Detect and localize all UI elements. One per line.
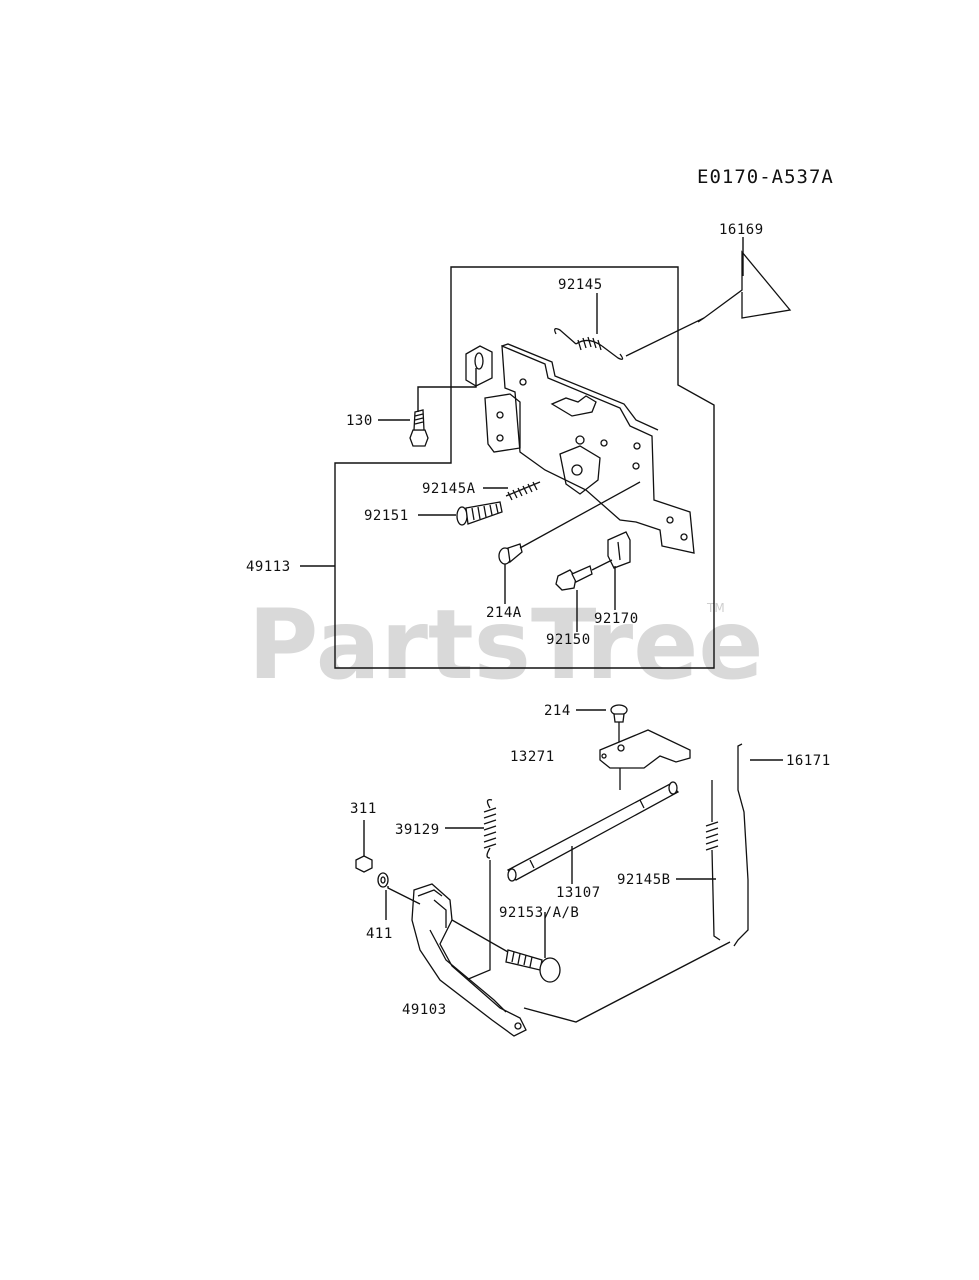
- screw-214A: [498, 481, 641, 565]
- label-13271: 13271: [510, 749, 555, 765]
- label-92150: 92150: [546, 632, 591, 648]
- spring-92145B: [705, 780, 721, 941]
- assembly-49113-boundary: [334, 266, 715, 669]
- label-49103: 49103: [402, 1002, 447, 1018]
- screw-92151: [456, 501, 503, 526]
- label-16169: 16169: [719, 222, 764, 238]
- label-92145A: 92145A: [422, 481, 476, 497]
- nut-311: [355, 855, 373, 873]
- watermark-trademark: TM: [706, 601, 725, 615]
- plate-13271: [599, 729, 691, 790]
- label-130: 130: [346, 413, 373, 429]
- label-92145: 92145: [558, 277, 603, 293]
- label-39129: 39129: [395, 822, 440, 838]
- label-311: 311: [350, 801, 377, 817]
- rod-16171: [733, 743, 749, 947]
- diagram-code: E0170-A537A: [697, 166, 834, 188]
- spring-39129: [465, 799, 497, 981]
- label-16171: 16171: [786, 753, 831, 769]
- shaft-13107: [507, 781, 680, 882]
- lever-49103: [411, 883, 527, 1037]
- label-92170: 92170: [594, 611, 639, 627]
- leader-lines: [300, 237, 783, 1023]
- bolt-92153: [451, 919, 561, 983]
- screw-214: [610, 704, 628, 744]
- part-labels: 16169 92145 130 92145A 92151 49113 214A …: [246, 222, 831, 1018]
- clip-92170: [607, 531, 631, 569]
- control-bracket: [465, 343, 695, 554]
- label-49113: 49113: [246, 559, 291, 575]
- label-214: 214: [544, 703, 571, 719]
- wire-16169: [625, 250, 792, 357]
- label-92151: 92151: [364, 508, 409, 524]
- watermark: PartsTree: [248, 589, 763, 701]
- spring-92145A: [505, 481, 541, 501]
- label-92153: 92153/A/B: [499, 905, 579, 921]
- label-411: 411: [366, 926, 393, 942]
- label-214A: 214A: [486, 605, 522, 621]
- spring-92145: [554, 328, 624, 360]
- label-13107: 13107: [556, 885, 601, 901]
- label-92145B: 92145B: [617, 872, 671, 888]
- bolt-130: [409, 409, 429, 447]
- washer-411: [377, 872, 389, 888]
- bolt-92150: [555, 559, 613, 591]
